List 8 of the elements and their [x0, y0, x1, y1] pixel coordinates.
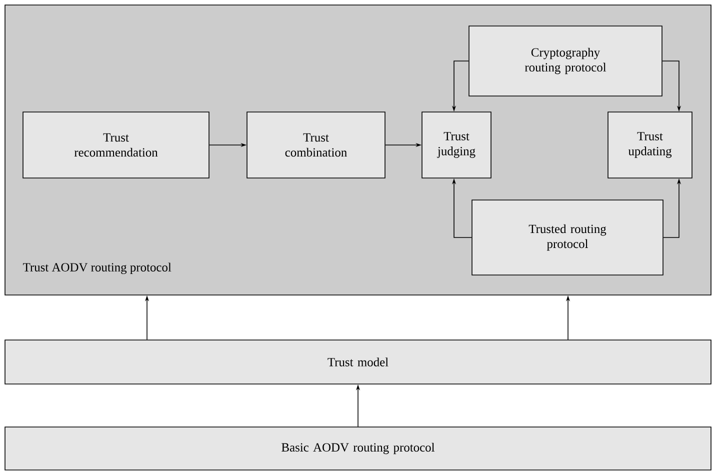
process-box: Trust judging [422, 112, 492, 178]
process-box: Trust recommendation [22, 112, 210, 178]
process-box: Trust model [4, 340, 712, 384]
process-box: Trust updating [608, 112, 692, 178]
process-box: Trust combination [246, 112, 386, 178]
process-box: Cryptography routing protocol [468, 26, 662, 96]
process-box: Trusted routing protocol [472, 200, 664, 276]
process-box: Basic AODV routing protocol [4, 426, 712, 470]
